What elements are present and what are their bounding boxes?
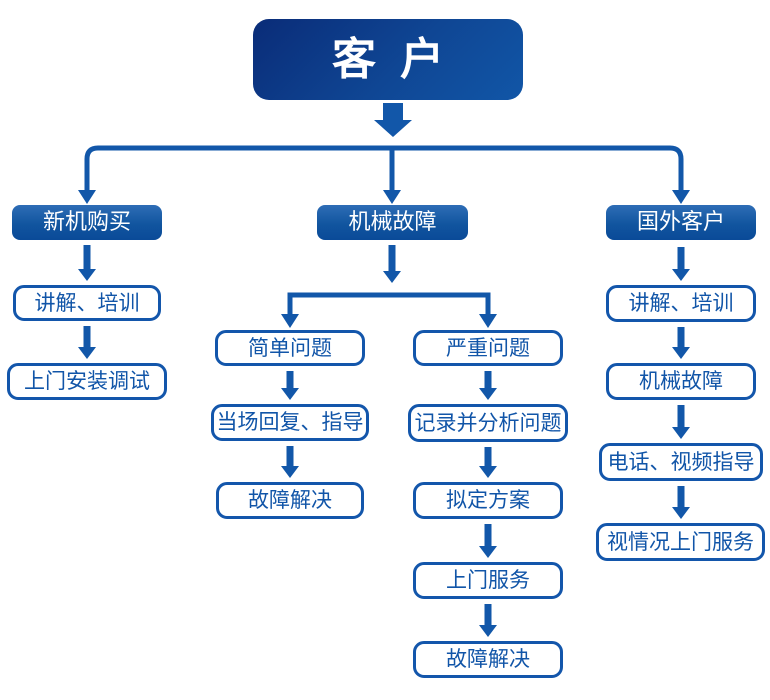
node-explain-training-right: 讲解、培训 — [606, 285, 756, 322]
block-arrow-root — [374, 103, 412, 137]
node-overseas-customer: 国外客户 — [606, 205, 756, 240]
node-onsite-reply-guidance: 当场回复、指导 — [211, 404, 369, 441]
node-record-analyze-problem: 记录并分析问题 — [408, 404, 568, 442]
arrow-right-1 — [672, 247, 690, 281]
arrow-simple-2 — [281, 446, 299, 478]
arrow-right-4 — [672, 486, 690, 519]
node-onsite-install-debug: 上门安装调试 — [7, 363, 167, 400]
arrow-simple-1 — [281, 371, 299, 400]
arrowhead-middle-branch — [383, 190, 401, 204]
arrow-serious-3 — [479, 524, 497, 558]
node-onsite-service: 上门服务 — [413, 562, 563, 599]
arrow-middle-head — [383, 245, 401, 283]
node-mechanical-fault: 机械故障 — [317, 205, 468, 240]
split-rail-middle — [287, 292, 491, 316]
arrow-right-3 — [672, 405, 690, 439]
node-serious-problem: 严重问题 — [413, 330, 563, 366]
arrow-right-2 — [672, 327, 690, 359]
node-fault-resolved-simple: 故障解决 — [216, 482, 364, 519]
node-explain-training-left: 讲解、培训 — [13, 285, 161, 321]
node-new-machine-purchase: 新机购买 — [12, 205, 162, 240]
arrowhead-serious-branch — [479, 314, 497, 328]
node-customer-root: 客户 — [253, 19, 523, 100]
node-phone-video-guidance: 电话、视频指导 — [599, 443, 763, 481]
node-onsite-service-as-needed: 视情况上门服务 — [596, 523, 765, 561]
arrow-serious-4 — [479, 604, 497, 637]
arrow-left-2 — [78, 326, 96, 359]
arrow-serious-2 — [479, 447, 497, 478]
arrowhead-right-branch — [672, 190, 690, 204]
arrow-serious-1 — [479, 371, 497, 400]
arrow-left-1 — [78, 245, 96, 281]
split-rail-top — [84, 145, 684, 192]
node-fault-resolved-serious: 故障解决 — [413, 641, 563, 678]
node-mechanical-fault-right: 机械故障 — [606, 363, 756, 400]
arrowhead-simple-branch — [281, 314, 299, 328]
arrowhead-left-branch — [78, 190, 96, 204]
node-draft-plan: 拟定方案 — [413, 482, 563, 519]
node-simple-problem: 简单问题 — [215, 330, 365, 366]
